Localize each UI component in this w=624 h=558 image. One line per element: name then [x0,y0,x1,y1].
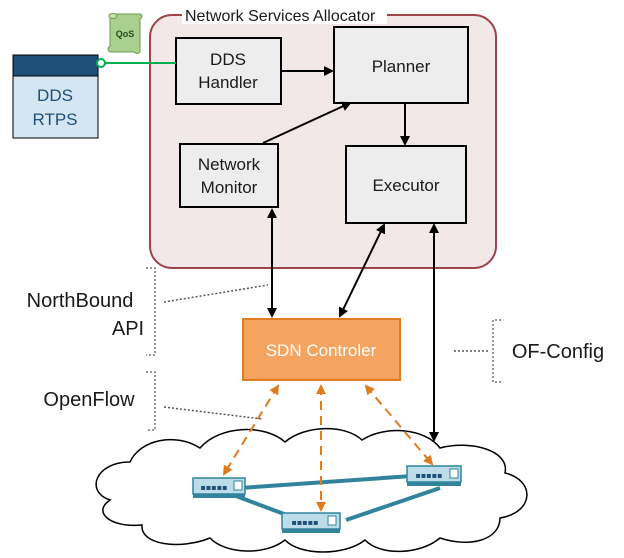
switch-link-right-bottom [345,486,441,522]
svg-text:▪▪▪▪▪: ▪▪▪▪▪ [415,471,442,480]
qos-scroll-icon [107,13,143,54]
switch-link-left-right [239,474,413,490]
sdn-controller-box [242,318,401,381]
svg-text:▪▪▪▪▪: ▪▪▪▪▪ [291,518,318,527]
dds-handler-box [175,37,282,105]
executor-box [345,145,467,224]
openflow-label: OpenFlow [43,389,135,411]
openflow-arrow-left [222,384,280,476]
allocator-title: Network Services Allocator [185,8,376,25]
qos-link-socket [96,58,106,68]
dds-handler-label-line2: Handler [198,73,258,92]
svg-text:▪▪▪▪▪: ▪▪▪▪▪ [200,483,227,492]
planner-label: Planner [372,57,431,76]
switch-icon-left: ▪▪▪▪▪ [192,477,246,498]
northbound-label-line2: API [112,318,144,340]
dds-rtps-header [12,54,99,77]
northbound-connector [163,284,269,303]
dds-rtps-box [12,75,99,139]
qos-label: QoS [116,29,135,39]
ofconfig-label: OF-Config [512,341,604,363]
openflow-arrow-right [364,384,434,466]
network-monitor-box [179,143,279,208]
dds-rtps-label-line1: DDS [37,86,73,105]
dds-handler-label-line1: DDS [210,50,246,69]
network-monitor-label-line2: Monitor [201,178,258,197]
ofconfig-bracket [492,319,501,383]
northbound-label-line1: NorthBound [27,290,134,312]
sdn-controller-label: SDN Controler [266,341,377,360]
arrow-executor-sdn [338,223,386,318]
northbound-bracket [146,267,156,356]
planner-box [333,26,469,104]
switch-icon-bottom: ▪▪▪▪▪ [281,512,341,533]
dds-rtps-label-line2: RTPS [32,110,77,129]
openflow-connector [163,406,263,420]
network-monitor-label-line1: Network [198,155,261,174]
network-cloud [95,427,528,553]
switch-icon-right: ▪▪▪▪▪ [406,465,462,486]
allocator-title-backdrop [182,6,387,24]
openflow-bracket [146,371,156,431]
arrow-monitor-to-planner [262,101,352,144]
executor-label: Executor [372,176,439,195]
